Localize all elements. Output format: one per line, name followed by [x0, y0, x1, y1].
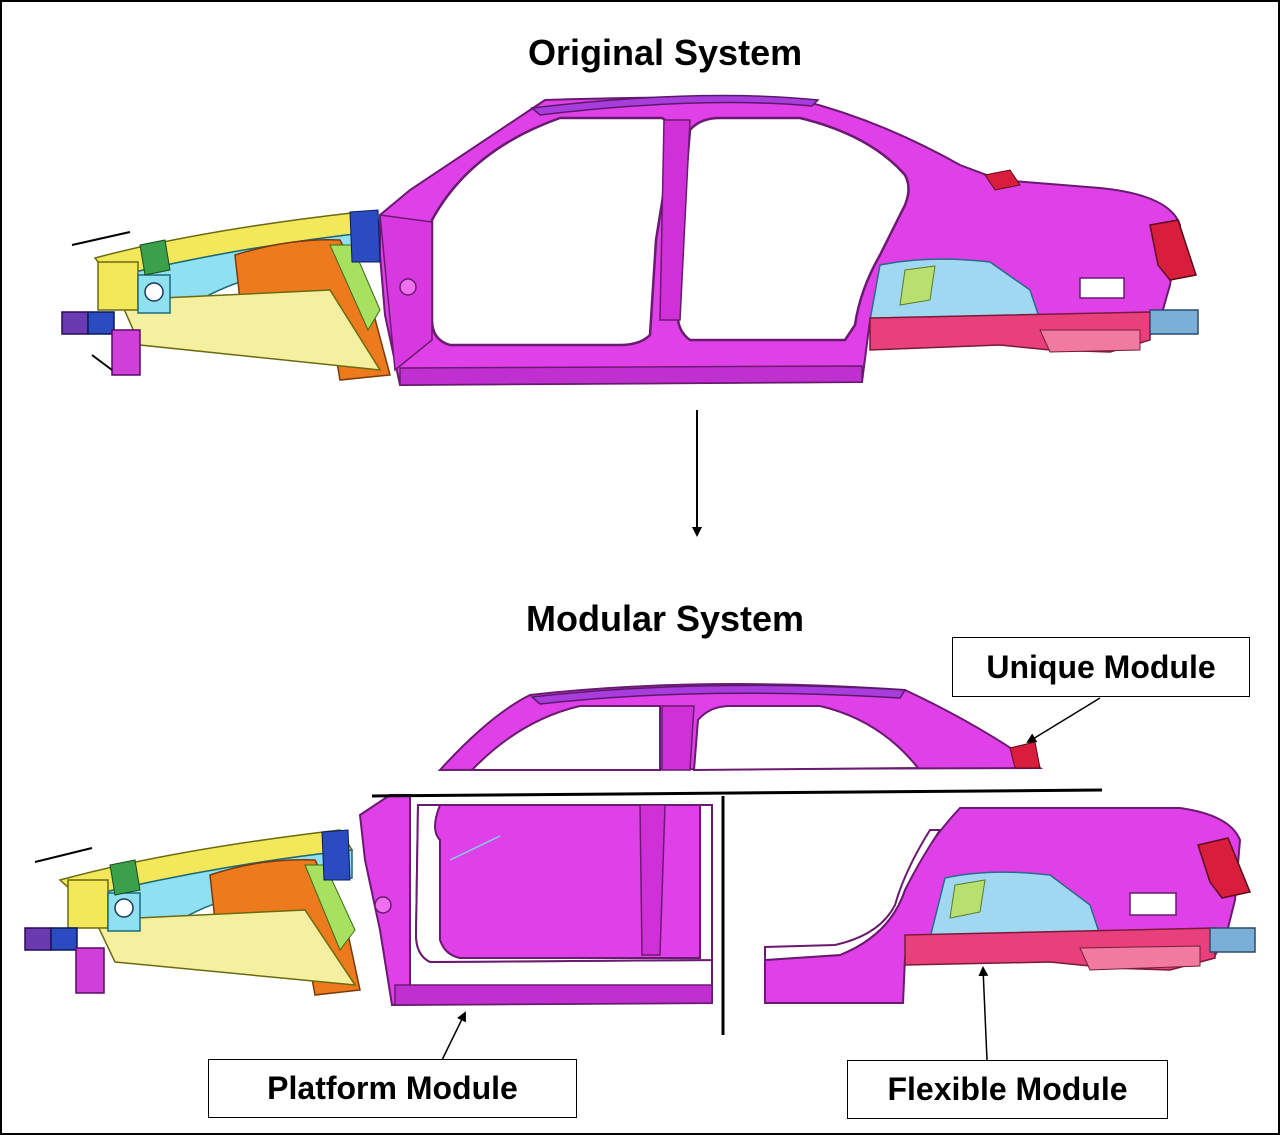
unique-module-label: Unique Module	[952, 637, 1250, 697]
flexible-module-label: Flexible Module	[847, 1060, 1168, 1119]
platform-module-label: Platform Module	[208, 1059, 577, 1118]
flexible-module-pointer	[978, 966, 989, 1061]
modular-system-title: Modular System	[526, 598, 805, 639]
flexible-module-shape	[764, 807, 1256, 1004]
platform-module-shape	[24, 794, 713, 1007]
original-car-body	[379, 94, 1199, 387]
original-car-front-structure	[61, 209, 391, 381]
platform-module-pointer	[441, 1011, 466, 1061]
unique-module-shape	[437, 683, 1044, 772]
module-split-horizontal-line	[371, 788, 1103, 798]
unique-module-pointer	[1026, 697, 1101, 744]
original-system-title: Original System	[528, 32, 803, 73]
